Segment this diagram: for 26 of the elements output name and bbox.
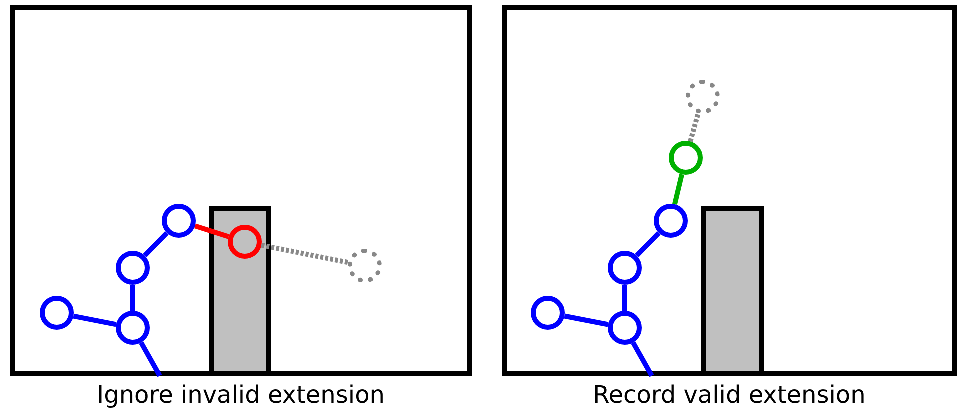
link-line: [631, 342, 654, 378]
ghost-joint-circle: [348, 249, 382, 283]
joint-circle: [608, 311, 642, 345]
joint-circle: [669, 141, 703, 175]
joint-circle: [654, 204, 688, 238]
joint-circle: [608, 251, 642, 285]
joint-circle: [116, 251, 150, 285]
link-line: [672, 174, 684, 206]
link-line: [130, 285, 136, 311]
link-line: [143, 231, 169, 258]
ghost-joint-circle: [686, 80, 720, 114]
panel-caption: Record valid extension: [592, 380, 867, 411]
dotted-link-line: [688, 112, 701, 142]
link-line: [622, 285, 628, 311]
dotted-link-line: [261, 242, 349, 266]
link-line: [73, 314, 117, 328]
joint-circle: [40, 296, 74, 330]
joint-circle: [228, 225, 262, 259]
joint-circle: [162, 204, 196, 238]
link-line: [139, 342, 162, 378]
link-line: [564, 314, 609, 328]
joint-circle: [116, 311, 150, 345]
joint-circle: [531, 296, 565, 330]
link-line: [194, 224, 230, 240]
link-line: [635, 231, 661, 258]
panel-caption: Ignore invalid extension: [96, 380, 386, 411]
